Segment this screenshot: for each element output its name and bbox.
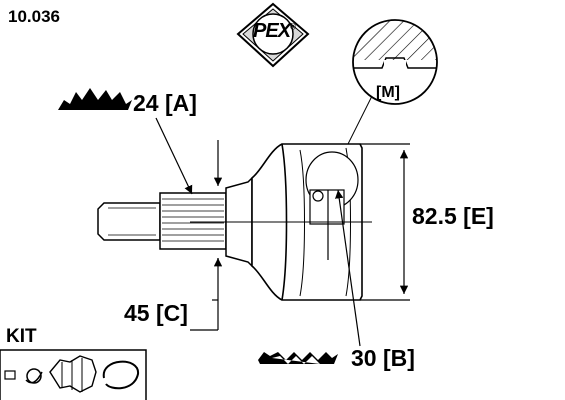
brand-logo <box>236 2 310 68</box>
circlip-icon <box>26 368 42 384</box>
registered-mark: ® <box>290 22 296 32</box>
brand-name: PEX® <box>246 20 302 43</box>
part-number: 10.036 <box>8 7 60 26</box>
nut-icon <box>4 370 16 380</box>
kit-contents <box>0 349 147 400</box>
kit-label: KIT <box>6 326 37 347</box>
ball-cage-detail <box>305 151 359 260</box>
inner-splines-label: 30 [B] <box>351 345 415 371</box>
outer-spline-icon <box>58 88 132 110</box>
leader-outer-splines <box>155 117 193 195</box>
dim-length <box>190 140 223 331</box>
inner-spline-icon <box>258 352 338 364</box>
spline-lines <box>108 198 224 242</box>
outer-diameter-label: 82.5 [E] <box>412 203 494 229</box>
length-label: 45 [C] <box>124 300 188 326</box>
detail-label: [M] <box>376 84 400 101</box>
splined-shaft <box>97 176 253 268</box>
dim-outer-diameter <box>360 143 410 301</box>
brand-text: PEX <box>253 20 291 42</box>
outer-splines-label: 24 [A] <box>133 90 197 116</box>
leader-inner-splines <box>335 189 361 347</box>
clamp-icon <box>102 360 139 390</box>
